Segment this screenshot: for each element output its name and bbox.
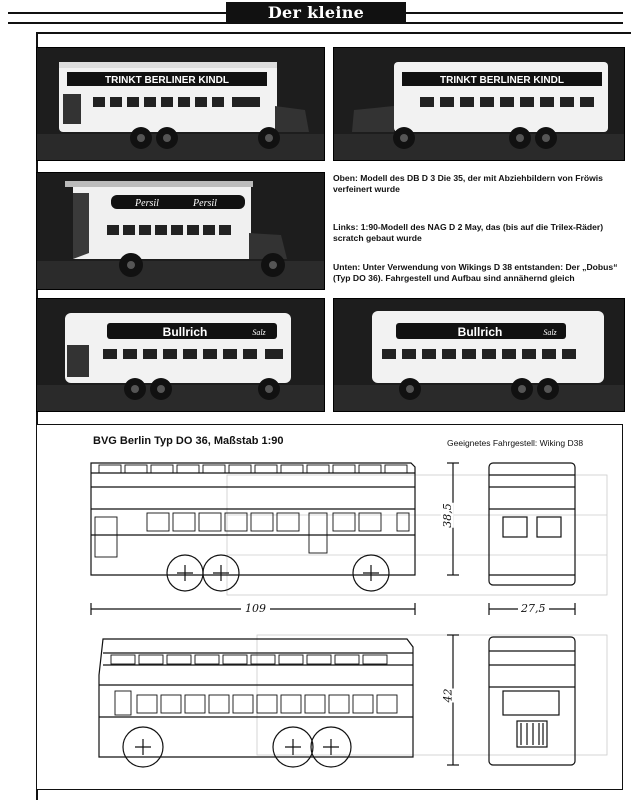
content-frame	[36, 32, 631, 800]
caption-bottom: Unten: Unter Verwendung von Wikings D 38…	[333, 262, 618, 283]
ad-text: Bullrich	[458, 325, 503, 339]
photo-bus-bullrich-left: Bullrich Salz	[36, 298, 325, 412]
photo-bus-kindl-right: TRINKT BERLINER KINDL	[333, 47, 625, 161]
dim-height-lower: 42	[441, 688, 455, 703]
page-header: Der kleine Maßstab	[8, 0, 623, 44]
caption-top: Oben: Modell des DB D 3 Die 35, der mit …	[333, 173, 603, 194]
caption-left: Links: 1:90-Modell des NAG D 2 May, das …	[333, 222, 604, 243]
photo-bus-kindl-left: TRINKT BERLINER KINDL	[36, 47, 325, 161]
technical-drawing: BVG Berlin Typ DO 36, Maßstab 1:90 Geeig…	[36, 424, 623, 790]
ad-text-1: Persil	[134, 198, 159, 209]
ad-text: Bullrich	[163, 325, 208, 339]
ad-text-2: Persil	[192, 198, 217, 209]
ad-text: TRINKT BERLINER KINDL	[440, 75, 564, 86]
page-title: Der kleine Maßstab	[226, 2, 406, 44]
drawing-note: Geeignetes Fahrgestell: Wiking D38	[447, 438, 584, 448]
drawing-title: BVG Berlin Typ DO 36, Maßstab 1:90	[93, 435, 284, 447]
dim-length: 109	[241, 602, 270, 615]
dim-height-upper: 38,5	[440, 503, 454, 528]
photo-bus-bullrich-right: Bullrich Salz	[333, 298, 625, 412]
dim-width: 27,5	[518, 602, 549, 615]
ad-suffix: Salz	[252, 328, 266, 337]
ad-text: TRINKT BERLINER KINDL	[105, 75, 229, 86]
ad-suffix: Salz	[543, 328, 557, 337]
photo-bus-persil: Persil Persil	[36, 172, 325, 290]
